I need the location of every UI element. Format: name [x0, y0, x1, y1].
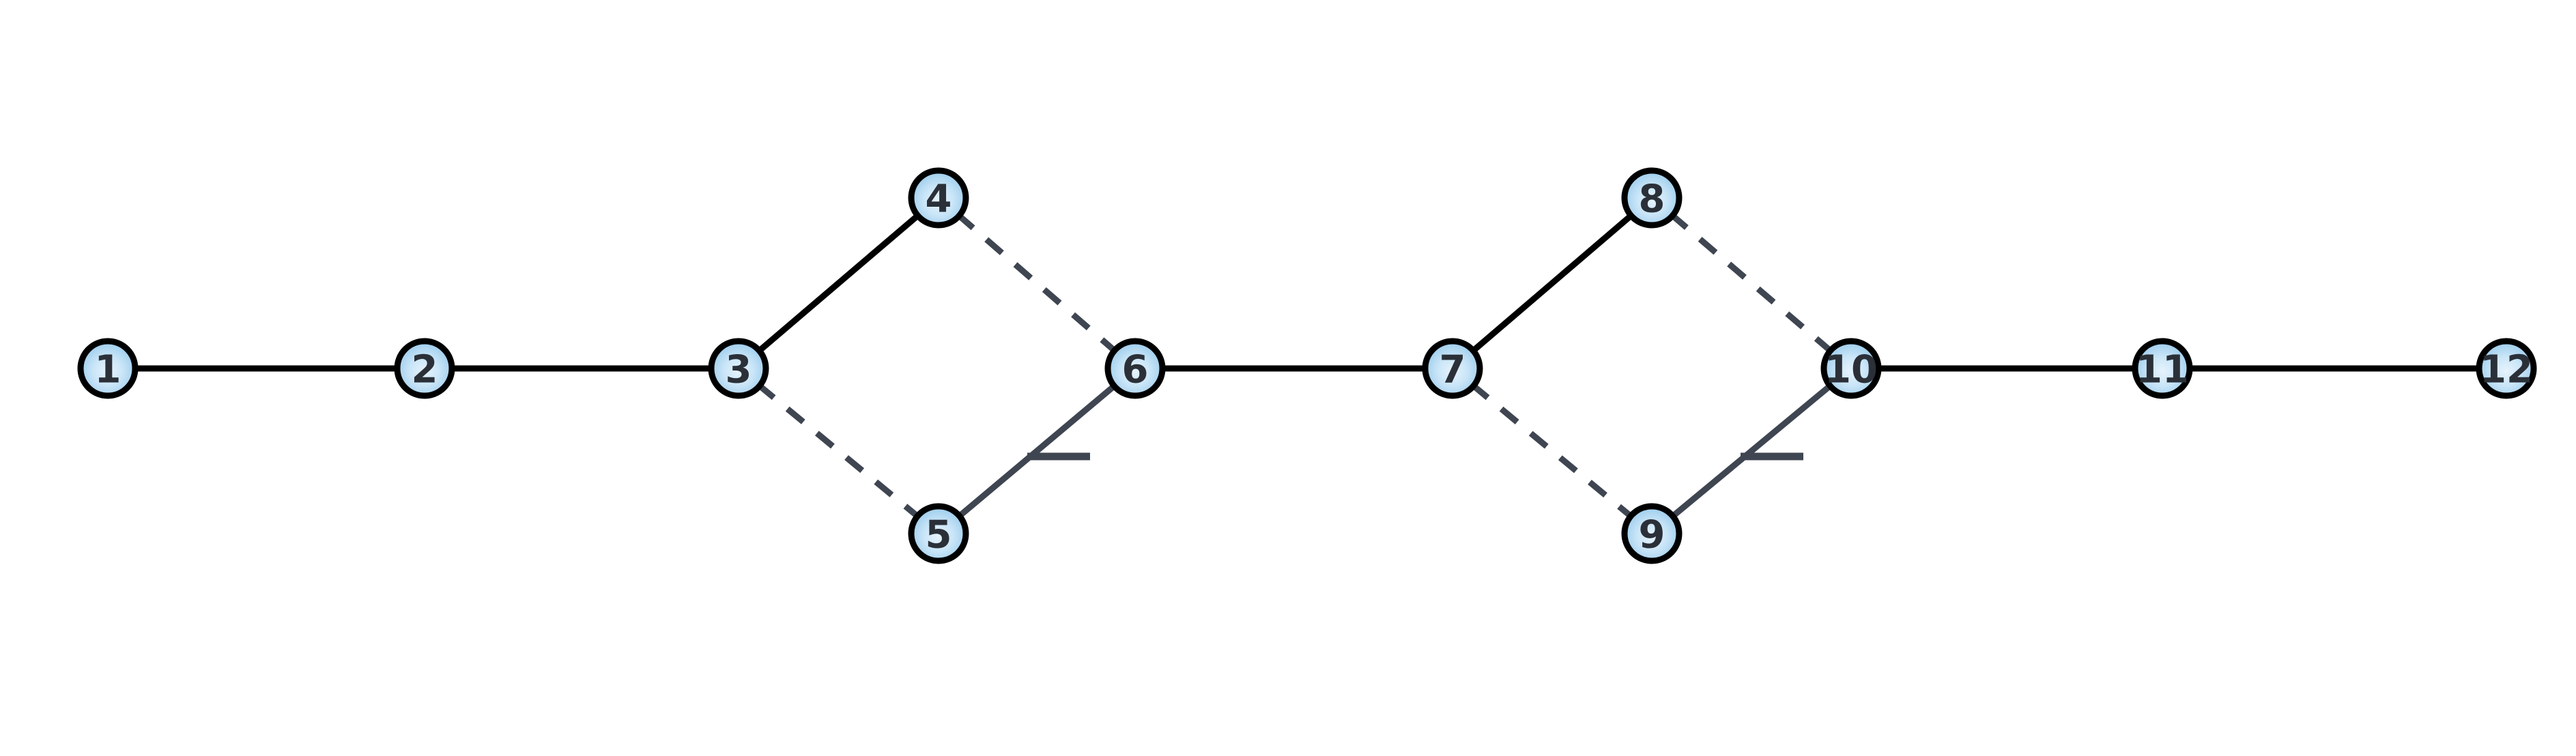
graph-node-12[interactable]: 12: [2476, 338, 2537, 399]
graph-node-3[interactable]: 3: [708, 338, 769, 399]
graph-node-2[interactable]: 2: [394, 338, 455, 399]
graph-node-7[interactable]: 7: [1422, 338, 1483, 399]
graph-node-11[interactable]: 11: [2132, 338, 2193, 399]
graph-node-1[interactable]: 1: [77, 338, 139, 399]
graph-edge-3-5: [756, 382, 921, 520]
node-circle-9[interactable]: [1621, 503, 1683, 564]
graph-edge-8-10: [1669, 212, 1834, 355]
node-circle-11[interactable]: [2132, 338, 2193, 399]
node-circle-6[interactable]: [1104, 338, 1166, 399]
node-circle-2[interactable]: [394, 338, 455, 399]
node-circle-3[interactable]: [708, 338, 769, 399]
graph-node-10[interactable]: 10: [1820, 338, 1882, 399]
graph-edge-7-8: [1470, 212, 1635, 355]
node-label-5: 5: [926, 513, 952, 557]
graph-edge-9-10: [1669, 382, 1834, 520]
node-label-6: 6: [1122, 348, 1149, 392]
graph-edge-4-6: [955, 212, 1119, 355]
node-label-11: 11: [2136, 348, 2189, 392]
graph-node-8[interactable]: 8: [1621, 167, 1683, 229]
node-circle-12[interactable]: [2476, 338, 2537, 399]
node-label-1: 1: [95, 348, 121, 392]
graph-edge-7-9: [1470, 382, 1635, 520]
graph-node-4[interactable]: 4: [908, 167, 969, 229]
edges-layer: [133, 212, 2481, 520]
node-label-2: 2: [412, 348, 438, 392]
node-circle-10[interactable]: [1820, 338, 1882, 399]
node-circle-4[interactable]: [908, 167, 969, 229]
node-label-3: 3: [726, 348, 752, 392]
node-label-8: 8: [1639, 177, 1665, 222]
graph-node-5[interactable]: 5: [908, 503, 969, 564]
node-label-10: 10: [1824, 348, 1878, 392]
graph-edge-3-4: [756, 212, 921, 355]
graph-node-9[interactable]: 9: [1621, 503, 1683, 564]
node-label-7: 7: [1440, 348, 1466, 392]
node-label-9: 9: [1639, 513, 1665, 557]
node-circle-5[interactable]: [908, 503, 969, 564]
node-circle-8[interactable]: [1621, 167, 1683, 229]
node-label-4: 4: [926, 177, 952, 222]
node-circle-1[interactable]: [77, 338, 139, 399]
node-circle-7[interactable]: [1422, 338, 1483, 399]
graph-node-6[interactable]: 6: [1104, 338, 1166, 399]
graph-edge-5-6: [956, 382, 1118, 520]
node-label-12: 12: [2480, 348, 2533, 392]
